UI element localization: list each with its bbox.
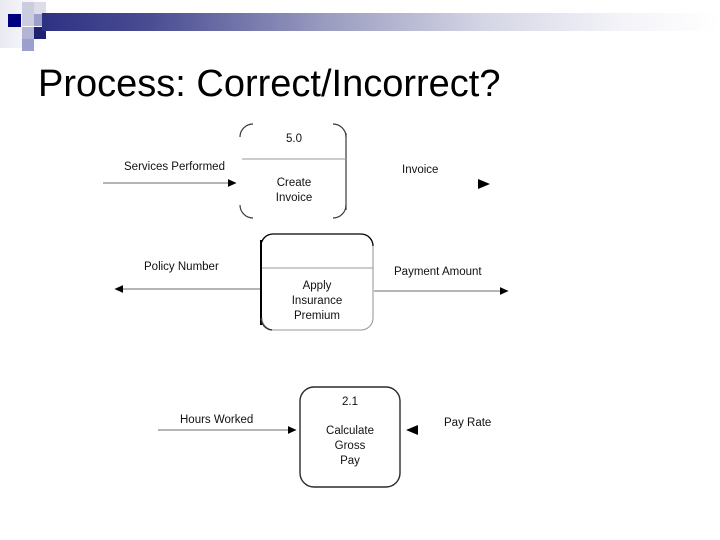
flow-label-hours-worked: Hours Worked (180, 414, 254, 426)
square-navy-dark (8, 14, 21, 27)
process-name-line: Calculate (326, 425, 374, 437)
flow-label-services-performed: Services Performed (124, 161, 225, 173)
process-name-apply-insurance-premium: Apply Insurance Premium (258, 279, 376, 324)
process-name-line: Apply (302, 280, 332, 292)
square-periwinkle-2 (22, 39, 34, 51)
flow-label-invoice: Invoice (402, 164, 439, 176)
slide-header (0, 0, 720, 56)
process-number-create-invoice: 5.0 (286, 133, 302, 145)
process-name-line: Insurance (291, 295, 343, 307)
process-number-calculate-gross-pay: 2.1 (342, 396, 358, 408)
process-name-line: Pay (340, 455, 360, 467)
flow-label-pay-rate: Pay Rate (444, 417, 492, 429)
process-apply-insurance-premium-shape (260, 233, 374, 331)
page-title: Process: Correct/Incorrect? (38, 63, 501, 105)
process-calculate-gross-pay-shape (299, 386, 401, 488)
flow-label-payment-amount: Payment Amount (394, 266, 482, 278)
process-name-calculate-gross-pay: Calculate Gross Pay (300, 424, 400, 469)
process-name-line: Premium (293, 310, 340, 322)
square-lavender-light (22, 2, 34, 14)
square-lavender-light-2 (22, 14, 34, 26)
flow-invoice (478, 179, 490, 189)
square-lavender-mid (22, 27, 34, 39)
process-name-create-invoice: Create Invoice (244, 176, 344, 206)
process-name-line: Gross (334, 440, 366, 452)
flow-pay-rate (406, 425, 418, 435)
process-name-line: Invoice (275, 192, 313, 204)
process-name-line: Create (276, 177, 312, 189)
process-create-invoice-shape (239, 123, 347, 219)
header-gradient-bar (42, 13, 720, 31)
flow-label-policy-number: Policy Number (144, 261, 219, 273)
square-lavender-soft (34, 2, 46, 14)
